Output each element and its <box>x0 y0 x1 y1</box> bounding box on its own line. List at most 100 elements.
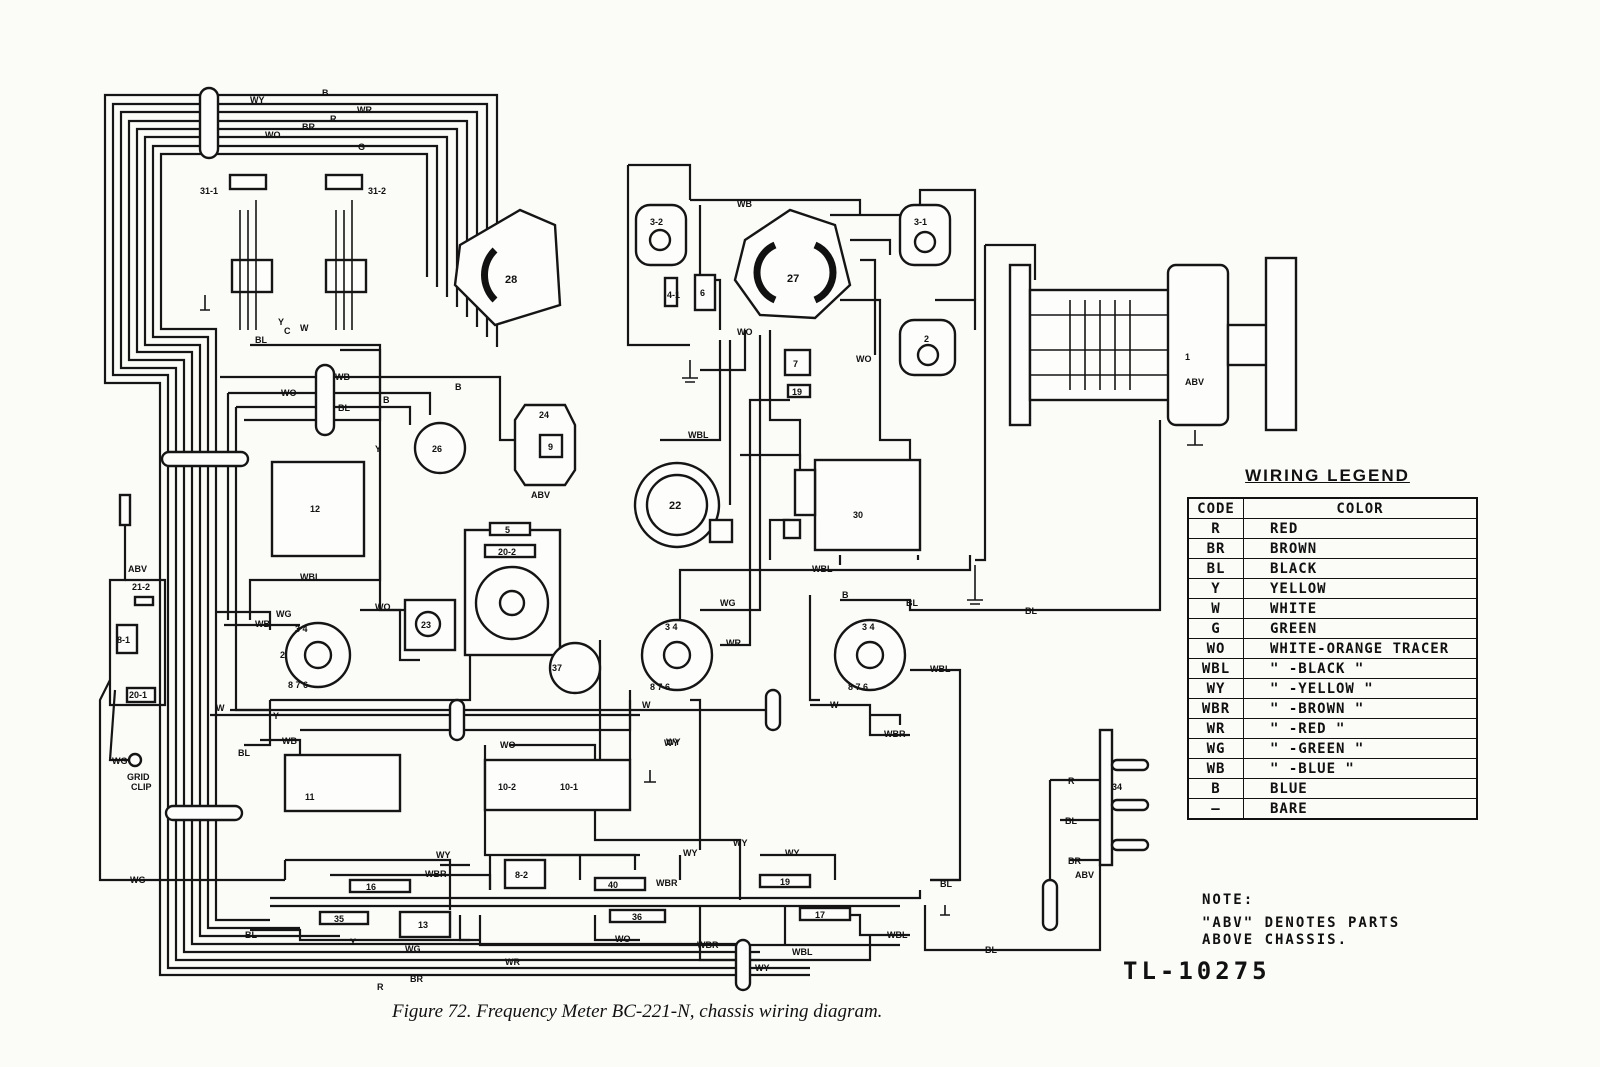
component-30: 30 <box>782 458 922 552</box>
svg-text:G: G <box>358 142 365 152</box>
terminal-34: 34 ABV <box>1075 728 1150 880</box>
svg-text:WO: WO <box>265 130 281 140</box>
legend-title: WIRING LEGEND <box>1245 466 1410 485</box>
dial-37: 37 <box>548 641 602 695</box>
component-19: 19 <box>786 383 812 399</box>
legend-color: BLUE <box>1243 778 1478 799</box>
svg-text:ABV: ABV <box>1075 870 1094 880</box>
svg-text:WY: WY <box>785 848 800 858</box>
svg-text:R: R <box>1068 776 1075 786</box>
legend-header-color: COLOR <box>1243 497 1478 519</box>
legend-code: WR <box>1187 718 1244 739</box>
svg-text:11: 11 <box>305 792 315 802</box>
legend-code: WG <box>1187 738 1244 759</box>
legend-header-row: CODE COLOR <box>1187 497 1478 519</box>
svg-text:ABV: ABV <box>128 564 147 574</box>
svg-text:WO: WO <box>500 740 516 750</box>
clamp <box>764 688 782 732</box>
svg-text:WBL: WBL <box>930 664 951 674</box>
component-8-1: 8-1 <box>115 623 139 655</box>
component-6: 6 <box>693 273 717 312</box>
figure-caption: Figure 72. Frequency Meter BC-221-N, cha… <box>392 1001 883 1022</box>
svg-text:BL: BL <box>985 945 997 955</box>
legend-row: —BARE <box>1187 798 1478 820</box>
legend-code: R <box>1187 518 1244 539</box>
svg-text:WB: WB <box>282 736 297 746</box>
svg-text:BR: BR <box>302 122 315 132</box>
svg-text:3-1: 3-1 <box>914 217 927 227</box>
clamp <box>1041 878 1059 932</box>
svg-text:8 7 6: 8 7 6 <box>848 682 868 692</box>
svg-text:28: 28 <box>505 274 517 286</box>
svg-text:Y: Y <box>375 444 381 454</box>
legend-row: WY" -YELLOW " <box>1187 678 1478 699</box>
svg-text:WY: WY <box>733 838 748 848</box>
svg-text:WG: WG <box>276 609 292 619</box>
svg-text:WB: WB <box>737 199 752 209</box>
component-24-9: 24 9 ABV <box>513 403 577 500</box>
switch-28: 28 <box>453 208 562 327</box>
component-11: 11 <box>283 753 402 813</box>
svg-text:30: 30 <box>853 510 863 520</box>
svg-text:WBR: WBR <box>697 940 719 950</box>
svg-text:WB: WB <box>255 619 270 629</box>
svg-text:BL: BL <box>1025 606 1037 616</box>
svg-text:CLIP: CLIP <box>131 782 152 792</box>
svg-text:2: 2 <box>280 650 285 660</box>
svg-text:27: 27 <box>787 273 799 285</box>
svg-text:BL: BL <box>906 598 918 608</box>
legend-code: BR <box>1187 538 1244 559</box>
svg-text:22: 22 <box>669 500 681 512</box>
svg-text:1: 1 <box>1185 352 1190 362</box>
clamp <box>734 938 752 992</box>
svg-text:37: 37 <box>552 663 562 673</box>
svg-text:WY: WY <box>755 963 770 973</box>
svg-text:3 4: 3 4 <box>295 624 308 634</box>
svg-text:8-1: 8-1 <box>117 635 130 645</box>
legend-code: WBR <box>1187 698 1244 719</box>
legend-row: WB" -BLUE " <box>1187 758 1478 779</box>
resistor-4-1: 4-1 <box>663 276 680 308</box>
svg-text:31-1: 31-1 <box>200 186 218 196</box>
svg-text:WG: WG <box>720 598 736 608</box>
svg-text:20-1: 20-1 <box>129 690 147 700</box>
svg-text:BR: BR <box>1068 856 1081 866</box>
svg-text:BL: BL <box>338 403 350 413</box>
svg-text:WB: WB <box>335 372 350 382</box>
svg-text:3-2: 3-2 <box>650 217 663 227</box>
legend-code: WO <box>1187 638 1244 659</box>
svg-text:Y: Y <box>350 937 356 947</box>
svg-text:19: 19 <box>780 877 790 887</box>
wiring-runs <box>98 163 1162 962</box>
svg-text:9: 9 <box>548 442 553 452</box>
legend-code: — <box>1187 798 1244 820</box>
svg-text:ABV: ABV <box>531 490 550 500</box>
svg-text:B: B <box>383 395 390 405</box>
legend-color: RED <box>1243 518 1478 539</box>
svg-text:WO: WO <box>375 602 391 612</box>
legend-code: B <box>1187 778 1244 799</box>
component-7: 7 <box>783 348 812 377</box>
note-line-1: "ABV" DENOTES PARTS <box>1202 915 1401 931</box>
svg-text:WG: WG <box>112 756 128 766</box>
svg-text:20-2: 20-2 <box>498 547 516 557</box>
svg-text:C: C <box>284 326 291 336</box>
svg-text:Y: Y <box>273 711 279 721</box>
svg-text:WY: WY <box>666 737 681 747</box>
component-31-2: 31-2 <box>324 173 386 330</box>
svg-text:2: 2 <box>924 334 929 344</box>
svg-text:31-2: 31-2 <box>368 186 386 196</box>
svg-text:WG: WG <box>130 875 146 885</box>
legend-code: G <box>1187 618 1244 639</box>
svg-text:WR: WR <box>357 105 372 115</box>
svg-text:WBR: WBR <box>884 729 906 739</box>
legend-code: Y <box>1187 578 1244 599</box>
svg-text:R: R <box>377 982 384 992</box>
socket-left: 3 4 2 8 7 6 <box>280 621 352 690</box>
svg-text:BL: BL <box>940 879 952 889</box>
